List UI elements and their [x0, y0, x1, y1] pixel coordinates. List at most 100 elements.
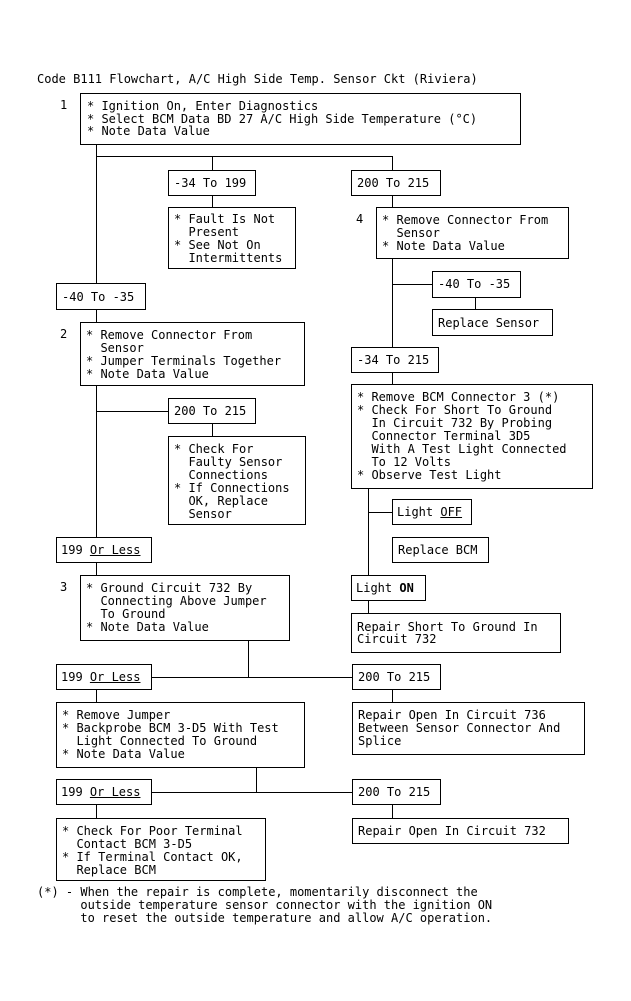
- light-off-box: Light OFF: [392, 499, 472, 525]
- connector-line: [212, 423, 213, 436]
- connector-line: [96, 144, 97, 283]
- connector-line: [212, 195, 213, 207]
- remove-bcm-connector-box: * Remove BCM Connector 3 (*) * Check For…: [351, 384, 593, 489]
- check-poor-terminal-box: * Check For Poor Terminal Contact BCM 3-…: [56, 818, 266, 881]
- step4-line-2: Sensor: [382, 226, 440, 240]
- range-label: -40 To -35: [62, 290, 135, 304]
- faulty-line-6: Sensor: [174, 507, 232, 521]
- step4-line-3: * Note Data Value: [382, 239, 505, 253]
- repair-short-line-2: Circuit 732: [357, 632, 437, 646]
- connector-line: [152, 792, 352, 793]
- light-on-box: Light ON: [351, 575, 426, 601]
- step2-line-4: * Note Data Value: [86, 367, 209, 381]
- range-word: Or Less: [89, 543, 141, 557]
- range-box-minus40-to-minus35-right: -40 To -35: [432, 271, 521, 298]
- repair-open-732-box: Repair Open In Circuit 732: [352, 818, 569, 844]
- range-box-200-to-215-final: 200 To 215: [352, 779, 441, 805]
- range-label: -40 To -35: [438, 277, 511, 291]
- fault-not-present-box: * Fault Is Not Present * See Not On Inte…: [168, 207, 296, 269]
- light-off-word: OFF: [440, 505, 463, 519]
- range-label: 200 To 215: [174, 404, 247, 418]
- connector-line: [392, 284, 432, 285]
- range-prefix: 199: [61, 670, 90, 684]
- step1-line-3: * Note Data Value: [87, 124, 210, 138]
- faulty-line-4: * If Connections: [174, 481, 290, 495]
- range-box-minus40-to-minus35-left: -40 To -35: [56, 283, 146, 310]
- range-label: 200 To 215: [357, 176, 430, 190]
- connector-line: [96, 309, 97, 322]
- repair-short-box: Repair Short To Ground In Circuit 732: [351, 613, 561, 653]
- step4-box: * Remove Connector From Sensor * Note Da…: [376, 207, 569, 259]
- step1-line-1: * Ignition On, Enter Diagnostics: [87, 99, 319, 113]
- footnote-line-1: (*) - When the repair is complete, momen…: [37, 885, 478, 899]
- connector-line: [96, 411, 168, 412]
- bcm-line-1: * Remove BCM Connector 3 (*): [357, 390, 560, 404]
- step3-line-1: * Ground Circuit 732 By: [86, 581, 253, 595]
- range-box-200-to-215-step2: 200 To 215: [168, 398, 256, 424]
- connector-line: [248, 640, 249, 677]
- repair-short-line-1: Repair Short To Ground In: [357, 620, 538, 634]
- bcm-line-3: In Circuit 732 By Probing: [357, 416, 553, 430]
- replace-bcm-box: Replace BCM: [392, 537, 489, 563]
- fault-line-1: * Fault Is Not: [174, 212, 276, 226]
- step2-line-1: * Remove Connector From: [86, 328, 253, 342]
- step2-line-3: * Jumper Terminals Together: [86, 354, 282, 368]
- connector-line: [368, 512, 392, 513]
- connector-line: [96, 156, 393, 157]
- connector-line: [152, 677, 352, 678]
- step-number-1: 1: [60, 98, 68, 112]
- connector-line: [392, 372, 393, 384]
- bcm-line-2: * Check For Short To Ground: [357, 403, 553, 417]
- light-off-label: Light OFF: [397, 506, 462, 519]
- connector-line: [96, 804, 97, 818]
- light-off-prefix: Light: [397, 505, 441, 519]
- bcm-line-6: To 12 Volts: [357, 455, 451, 469]
- faulty-line-3: Connections: [174, 468, 268, 482]
- range-label: 199 Or Less: [61, 671, 140, 684]
- step-number-2: 2: [60, 327, 68, 341]
- footnote-line-3: to reset the outside temperature and all…: [37, 911, 493, 925]
- connector-line: [392, 804, 393, 818]
- connector-line: [96, 690, 97, 702]
- bcm-line-7: * Observe Test Light: [357, 468, 502, 482]
- replace-sensor-label: Replace Sensor: [438, 316, 540, 330]
- connector-line: [392, 195, 393, 207]
- poor-line-1: * Check For Poor Terminal: [62, 824, 243, 838]
- open736-line-1: Repair Open In Circuit 736: [358, 708, 546, 722]
- range-label: 200 To 215: [358, 785, 431, 799]
- step3-line-2: Connecting Above Jumper: [86, 594, 267, 608]
- range-label: 200 To 215: [358, 670, 431, 684]
- fault-line-3: * See Not On: [174, 238, 261, 252]
- range-label: 199 Or Less: [61, 544, 140, 557]
- poor-line-4: Replace BCM: [62, 863, 156, 877]
- range-prefix: 199: [61, 785, 90, 799]
- poor-line-3: * If Terminal Contact OK,: [62, 850, 243, 864]
- range-prefix: 199: [61, 543, 90, 557]
- connector-line: [256, 767, 257, 792]
- step3-box: * Ground Circuit 732 By Connecting Above…: [80, 575, 290, 641]
- step2-box: * Remove Connector From Sensor * Jumper …: [80, 322, 305, 386]
- range-box-200-to-215-step3: 200 To 215: [352, 664, 441, 690]
- bcm-line-5: With A Test Light Connected: [357, 442, 567, 456]
- connector-line: [212, 156, 213, 170]
- range-box-minus34-to-199: -34 To 199: [168, 170, 256, 196]
- range-box-minus34-to-215: -34 To 215: [351, 347, 439, 373]
- range-box-199-or-less-step3: 199 Or Less: [56, 664, 152, 690]
- range-word: Or Less: [89, 670, 141, 684]
- connector-line: [392, 258, 393, 347]
- flowchart-title: Code B111 Flowchart, A/C High Side Temp.…: [37, 72, 478, 86]
- range-label: -34 To 215: [357, 353, 430, 367]
- step2-line-2: Sensor: [86, 341, 144, 355]
- faulty-line-1: * Check For: [174, 442, 254, 456]
- connector-line: [368, 600, 369, 613]
- range-label: -34 To 199: [174, 176, 247, 190]
- light-on-word: ON: [399, 581, 414, 595]
- light-on-prefix: Light: [356, 581, 400, 595]
- open732-label: Repair Open In Circuit 732: [358, 824, 546, 838]
- footnote-line-2: outside temperature sensor connector wit…: [37, 898, 493, 912]
- jumper-line-1: * Remove Jumper: [62, 708, 171, 722]
- step3-line-3: To Ground: [86, 607, 166, 621]
- range-box-200-to-215: 200 To 215: [351, 170, 441, 196]
- faulty-line-5: OK, Replace: [174, 494, 268, 508]
